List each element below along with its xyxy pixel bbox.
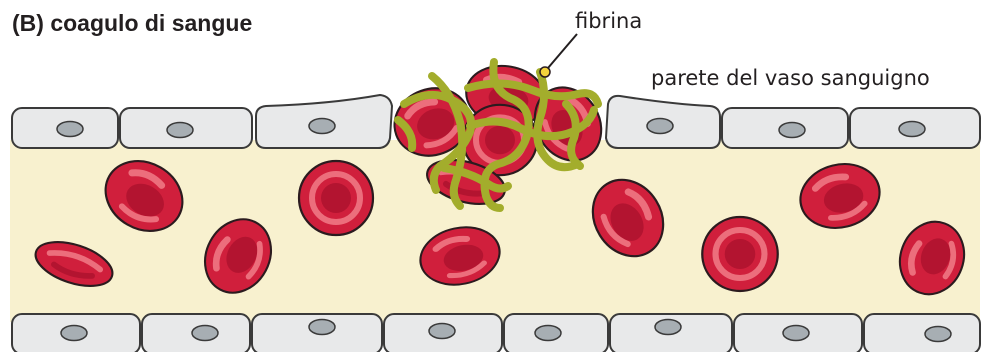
fibrin-label: fibrina: [575, 9, 642, 33]
nucleus: [655, 320, 681, 335]
wall-cell: [610, 314, 732, 352]
nucleus: [779, 123, 805, 138]
wall-cell: [864, 314, 980, 352]
wall-cell: [734, 314, 862, 352]
vessel-wall-label: parete del vaso sanguigno: [651, 66, 930, 90]
nucleus: [57, 122, 83, 137]
wall-cell: [850, 108, 980, 148]
wall-cell: [120, 108, 252, 148]
wall-cell: [12, 314, 140, 352]
wall-cell: [142, 314, 250, 352]
wall-cell: [256, 95, 392, 148]
bottom-vessel-wall: [12, 314, 980, 352]
nucleus: [925, 327, 951, 342]
nucleus: [309, 320, 335, 335]
nucleus: [647, 119, 673, 134]
nucleus: [899, 122, 925, 137]
fibrin-pointer-dot: [540, 67, 550, 77]
wall-cell: [606, 96, 720, 148]
wall-cell: [384, 314, 502, 352]
nucleus: [783, 326, 809, 341]
nucleus: [192, 326, 218, 341]
nucleus: [61, 326, 87, 341]
nucleus: [167, 123, 193, 138]
wall-cell: [12, 108, 118, 148]
red-blood-cell: [702, 217, 777, 291]
wall-cell: [722, 108, 848, 148]
wall-cell: [252, 314, 382, 352]
nucleus: [429, 324, 455, 339]
figure-title: (B) coagulo di sangue: [12, 10, 252, 37]
wall-cell: [504, 314, 608, 352]
fibrin-leader-line: [548, 34, 577, 68]
nucleus: [535, 326, 561, 341]
nucleus: [309, 119, 335, 134]
red-blood-cell: [299, 161, 373, 235]
